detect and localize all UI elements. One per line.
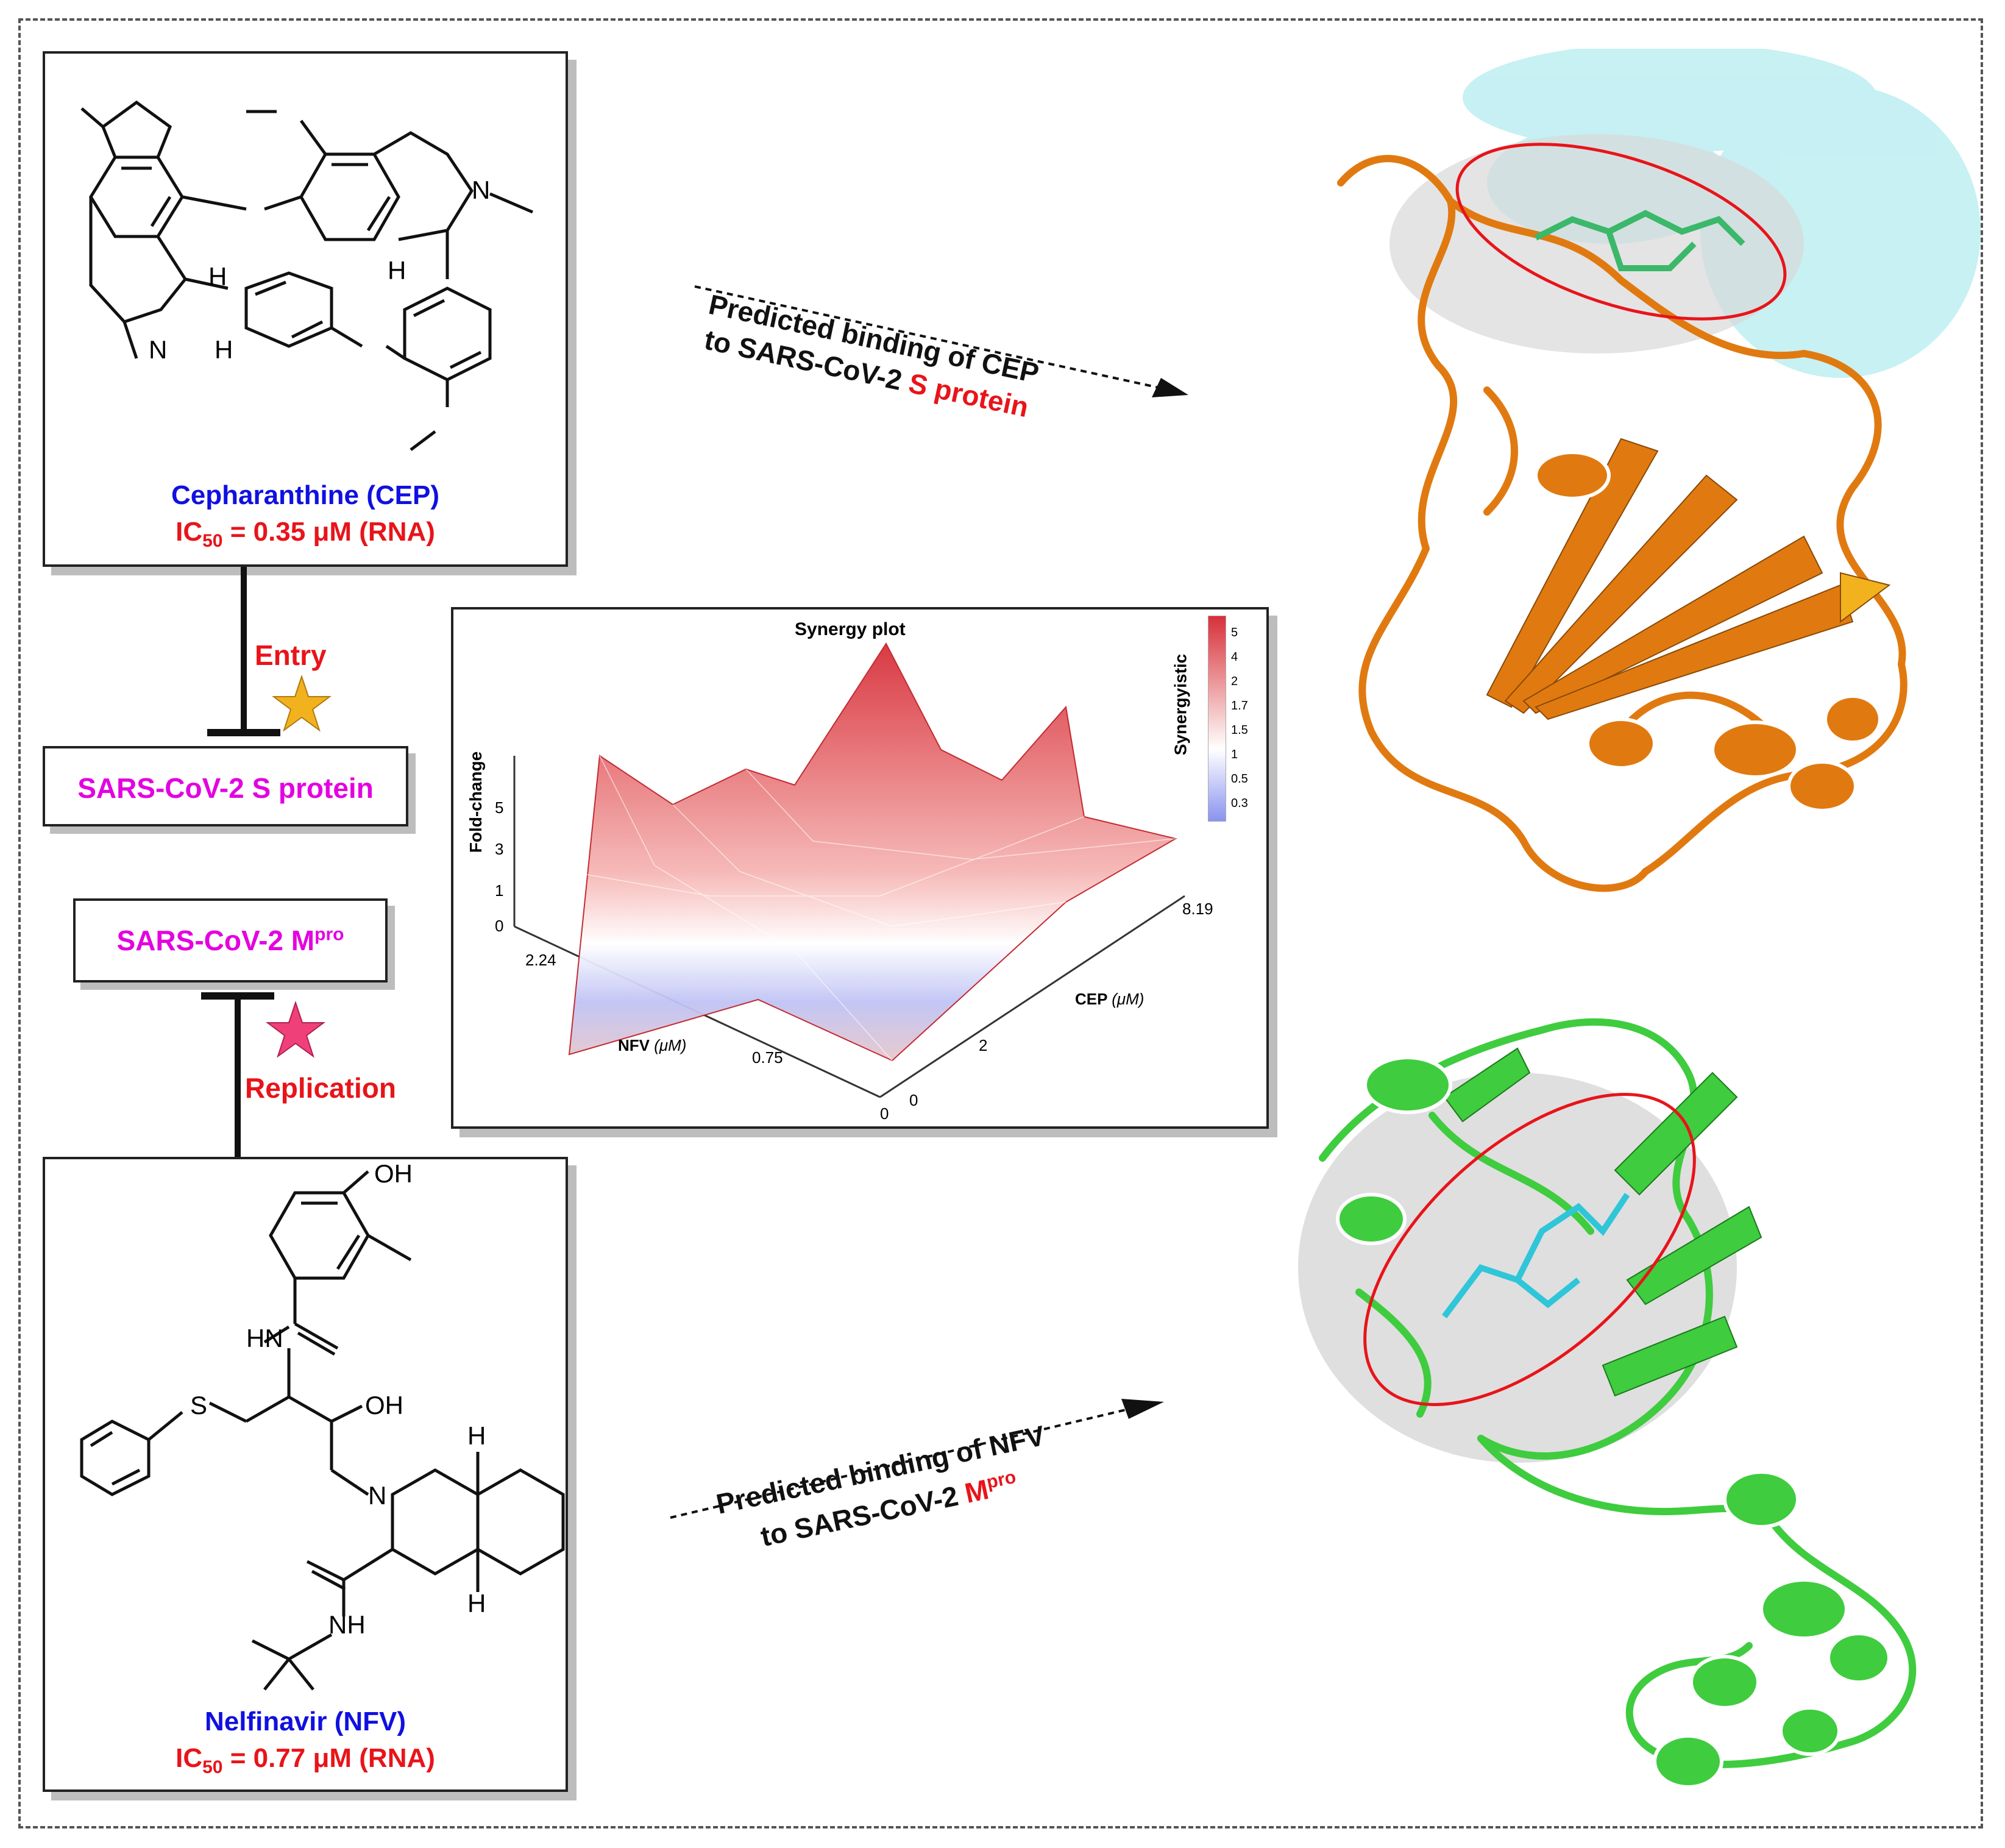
synergy-legend-tick: 2 (1231, 675, 1238, 688)
synergy-plot-box: Synergy plot Fold-change 5 3 1 0 2.24 0.… (451, 607, 1269, 1129)
nfv-oh-label-2: OH (365, 1391, 403, 1420)
mpro-target-prefix: SARS-CoV-2 M (116, 925, 315, 956)
synergy-zlabel: Fold-change (466, 751, 486, 853)
synergy-ylabel-text: CEP (1075, 990, 1107, 1008)
synergy-ytick-8-19: 8.19 (1182, 900, 1213, 918)
synergy-legend-tick: 1.5 (1231, 723, 1248, 737)
synergy-xtick-0: 0 (880, 1104, 889, 1123)
cep-h-label-3: H (215, 335, 233, 364)
nfv-ic50-value: = 0.77 μM (RNA) (222, 1743, 435, 1773)
s-protein-target-box: SARS-CoV-2 S protein (43, 746, 408, 826)
entry-star-icon (272, 674, 332, 732)
synergy-ytick-0: 0 (909, 1091, 918, 1109)
synergy-legend-tick: 1 (1231, 748, 1238, 761)
cep-structure-drawing (80, 100, 533, 451)
synergy-xlabel-unit: (μM) (654, 1036, 687, 1054)
synergy-legend-tick: 5 (1231, 626, 1238, 639)
synergy-legend-ticks: 5 4 2 1.7 1.5 1 0.5 0.3 (1231, 620, 1248, 816)
synergy-xlabel-text: NFV (618, 1036, 650, 1054)
synergy-plot-title: Synergy plot (795, 619, 906, 639)
synergy-legend-tick: 4 (1231, 650, 1238, 664)
s-protein-target-label: SARS-CoV-2 S protein (77, 772, 374, 804)
synergy-xlabel: NFV (μM) (618, 1036, 686, 1055)
nfv-structure-drawing (80, 1170, 565, 1691)
nfv-n-label: N (368, 1481, 387, 1510)
cep-binding-arrow (694, 285, 1188, 397)
cep-name: Cepharanthine (CEP) (171, 480, 440, 510)
nfv-oh-label-1: OH (374, 1159, 413, 1188)
synergy-legend-tick: 0.3 (1231, 797, 1248, 810)
mpro-structure-image (1298, 1018, 1917, 1789)
nfv-name: Nelfinavir (NFV) (204, 1707, 406, 1736)
synergy-ylabel: CEP (μM) (1075, 990, 1144, 1009)
nfv-ic50-prefix: IC (176, 1743, 203, 1773)
nfv-s-label: S (190, 1391, 208, 1420)
cep-structure-box: H N H N H Cepharanthine (CEP) IC50 = 0.3… (43, 51, 568, 567)
synergy-xtick-0-75: 0.75 (752, 1048, 783, 1067)
nfv-binding-arrow (670, 1399, 1164, 1519)
cep-n-label-2: N (149, 335, 168, 364)
synergy-ytick-2: 2 (979, 1036, 988, 1054)
nfv-binding-line2-sup: pro (984, 1466, 1018, 1493)
entry-label: Entry (255, 639, 327, 671)
cep-ic50-sub: 50 (202, 530, 223, 551)
mpro-target-box: SARS-CoV-2 Mpro (73, 898, 388, 983)
replication-star-icon (266, 1000, 325, 1058)
synergy-ztick-0: 0 (495, 917, 504, 935)
synergy-ylabel-unit: (μM) (1112, 990, 1144, 1008)
mpro-target-label: SARS-CoV-2 Mpro (76, 924, 385, 957)
synergy-ztick-1: 1 (495, 881, 504, 900)
cep-h-label-2: H (388, 256, 406, 285)
nfv-hn-label: HN (246, 1324, 283, 1352)
entry-inhibition-line (241, 567, 247, 733)
nfv-h-label-1: H (467, 1421, 486, 1450)
synergy-legend-tick: 0.5 (1231, 772, 1248, 786)
nfv-nh-label: NH (328, 1610, 366, 1639)
synergy-surface-chart (513, 642, 1185, 1098)
nfv-ic50: IC50 = 0.77 μM (RNA) (45, 1743, 566, 1778)
synergy-ztick-5: 5 (495, 798, 504, 817)
synergy-legend-tick: 1.7 (1231, 699, 1248, 713)
cep-h-label-1: H (208, 262, 227, 291)
cep-ic50-prefix: IC (176, 517, 203, 547)
mpro-target-sup: pro (314, 924, 344, 945)
cep-ic50: IC50 = 0.35 μM (RNA) (45, 517, 566, 552)
synergy-legend-colorbar (1208, 616, 1226, 822)
synergy-legend-title: Synergyistic (1171, 653, 1190, 756)
synergy-xtick-2-24: 2.24 (525, 951, 556, 969)
entry-inhibition-bar (207, 729, 280, 736)
replication-label: Replication (245, 1072, 396, 1104)
cep-ic50-value: = 0.35 μM (RNA) (222, 517, 435, 547)
nfv-ic50-sub: 50 (202, 1757, 223, 1777)
nfv-h-label-2: H (467, 1589, 486, 1618)
nfv-structure-box: OH HN S OH N H H NH Nelfinavir (NFV) IC5… (43, 1157, 568, 1792)
s-protein-structure-image (1337, 49, 1981, 892)
outer-dashed-frame (18, 18, 1983, 1828)
cep-n-label-1: N (472, 176, 491, 204)
synergy-ztick-3: 3 (495, 840, 504, 858)
replication-inhibition-line (235, 996, 241, 1159)
